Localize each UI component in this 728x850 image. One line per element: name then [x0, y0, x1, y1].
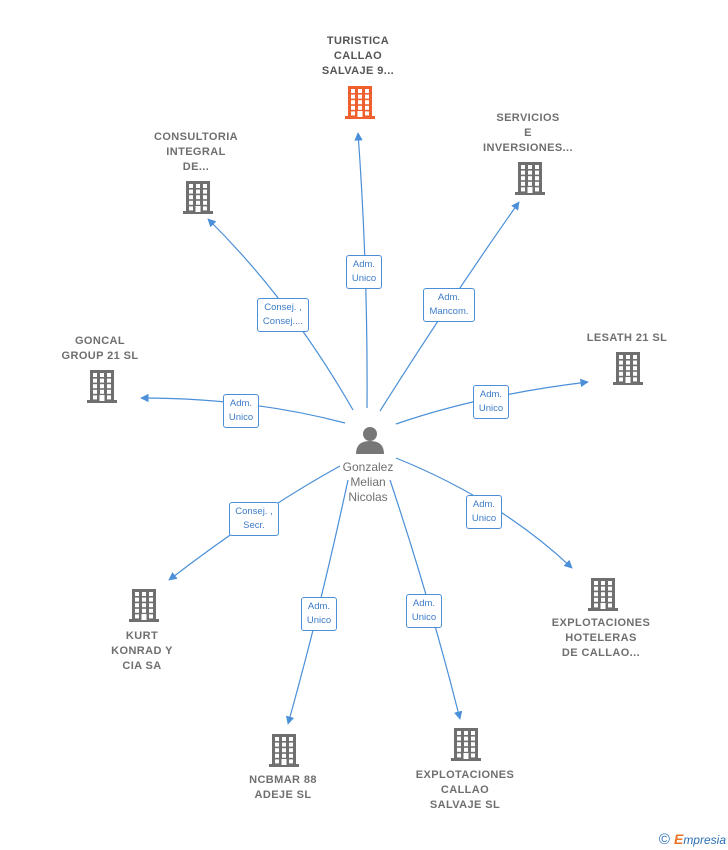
building-icon-servicios[interactable]	[515, 162, 545, 195]
building-icon-explotaciones-hoteleras[interactable]	[588, 578, 618, 611]
edge-label-line: Unico	[478, 403, 504, 414]
company-name-line: INTEGRAL	[166, 146, 226, 158]
company-name-explotaciones-hoteleras[interactable]: EXPLOTACIONES HOTELERAS DE CALLAO...	[552, 616, 651, 661]
edge-label-consultoria[interactable]: Consej. , Consej....	[256, 298, 310, 332]
company-name-line: DE CALLAO...	[561, 647, 641, 659]
company-name-line: DE...	[182, 161, 210, 173]
company-name-line: EXPLOTACIONES	[551, 617, 651, 629]
company-name-line: CIA SA	[122, 660, 162, 672]
edge-label-line: Adm.	[352, 259, 376, 270]
company-name-line: ADEJE SL	[254, 789, 312, 801]
building-icon-kurt[interactable]	[129, 589, 159, 622]
edge-label-line: Adm.	[472, 499, 496, 510]
edge-label-line: Adm.	[479, 389, 503, 400]
edge-label-line: Consej....	[262, 316, 304, 327]
edge-label-line: Secr.	[243, 520, 265, 531]
company-name-line: SALVAJE SL	[429, 799, 501, 811]
company-name-line: TURISTICA	[326, 35, 390, 47]
building-icon-ncbmar[interactable]	[269, 734, 299, 767]
edge-label-explotaciones-hoteleras[interactable]: Adm. Unico	[465, 495, 503, 529]
edge-label-line: Consej. ,	[264, 302, 302, 313]
edge-label-line: Unico	[306, 615, 332, 626]
edge-label-line: Adm.	[307, 601, 331, 612]
edge-label-line: Adm.	[229, 398, 253, 409]
company-name-line: KURT	[125, 630, 159, 642]
company-name-line: INVERSIONES...	[483, 142, 573, 154]
edge-label-servicios[interactable]: Adm. Mancom.	[423, 288, 475, 322]
company-name-line: SERVICIOS	[496, 112, 560, 124]
edge-label-goncal[interactable]: Adm. Unico	[222, 394, 260, 428]
building-icon-explotaciones-callao[interactable]	[451, 728, 481, 761]
copyright-icon: ©	[658, 831, 670, 848]
edge-label-turistica[interactable]: Adm. Unico	[345, 255, 383, 289]
company-name-goncal[interactable]: GONCAL GROUP 21 SL	[62, 334, 139, 364]
company-name-explotaciones-callao[interactable]: EXPLOTACIONES CALLAO SALVAJE SL	[416, 768, 515, 813]
edge-label-line: Unico	[411, 612, 437, 623]
edge-label-line: Unico	[228, 412, 254, 423]
brand-logo: Empresia	[673, 831, 726, 847]
company-name-kurt[interactable]: KURT KONRAD Y CIA SA	[111, 629, 173, 674]
edge-label-line: Consej. ,	[235, 506, 273, 517]
company-name-turistica[interactable]: TURISTICA CALLAO SALVAJE 9...	[322, 34, 394, 79]
edge-label-ncbmar[interactable]: Adm. Unico	[300, 597, 338, 631]
company-name-consultoria[interactable]: CONSULTORIA INTEGRAL DE...	[154, 130, 238, 175]
company-name-lesath[interactable]: LESATH 21 SL	[587, 331, 667, 346]
company-name-line: LESATH 21 SL	[586, 332, 668, 344]
building-icon-lesath[interactable]	[613, 352, 643, 385]
edge-label-kurt[interactable]: Consej. , Secr.	[229, 502, 279, 536]
edge-label-line: Adm.	[437, 292, 461, 303]
edge-label-line: Unico	[471, 513, 497, 524]
edge-label-line: Adm.	[412, 598, 436, 609]
company-name-line: GONCAL	[74, 335, 126, 347]
company-name-line: CONSULTORIA	[153, 131, 239, 143]
edge-label-explotaciones-callao[interactable]: Adm. Unico	[405, 594, 443, 628]
building-icon-consultoria[interactable]	[183, 181, 213, 214]
company-name-line: HOTELERAS	[565, 632, 637, 644]
company-name-line: CALLAO	[440, 784, 490, 796]
person-name-line: Nicolas	[348, 490, 388, 504]
footer-brand[interactable]: ©Empresia	[659, 831, 726, 848]
person-name-line: Gonzalez	[342, 460, 394, 474]
person-icon	[356, 427, 384, 454]
company-name-line: EXPLOTACIONES	[415, 769, 515, 781]
building-icon-goncal[interactable]	[87, 370, 117, 403]
company-name-line: KONRAD Y	[111, 645, 173, 657]
edge-label-lesath[interactable]: Adm. Unico	[472, 385, 510, 419]
person-name-line: Melian	[350, 475, 386, 489]
company-name-line: GROUP 21 SL	[61, 350, 139, 362]
company-name-line: CALLAO	[333, 50, 383, 62]
edge-label-line: Unico	[351, 273, 377, 284]
company-name-line: E	[524, 127, 532, 139]
company-name-line: SALVAJE 9...	[321, 65, 395, 77]
company-name-servicios[interactable]: SERVICIOS E INVERSIONES...	[483, 111, 573, 156]
building-icon-turistica[interactable]	[345, 86, 375, 119]
company-name-line: NCBMAR 88	[249, 774, 317, 786]
company-name-ncbmar[interactable]: NCBMAR 88 ADEJE SL	[249, 773, 317, 803]
edge-label-line: Mancom.	[429, 306, 469, 317]
